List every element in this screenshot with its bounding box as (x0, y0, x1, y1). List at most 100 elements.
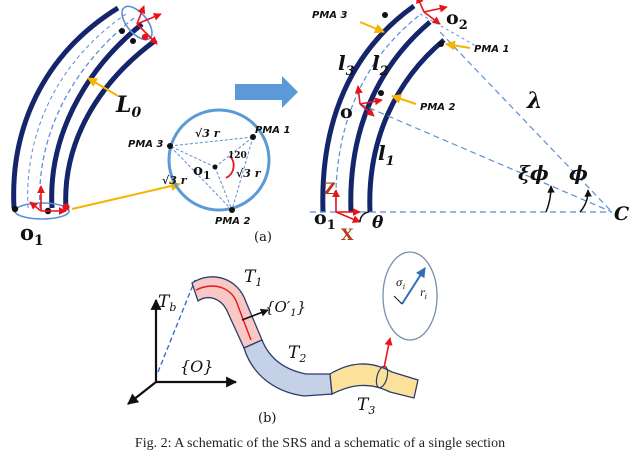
local-frame-arrow (241, 308, 269, 321)
rs-label-o2: o2 (446, 7, 468, 33)
cs-label-dist-top: √3 r (195, 127, 221, 140)
zoom-r-arrow (401, 267, 426, 305)
cs-spoke-2 (214, 136, 254, 168)
cs-spoke-1 (169, 145, 216, 168)
tube-pma-right (63, 37, 158, 211)
rs-label-o1: o1 (314, 207, 336, 233)
centerline-dashed-2 (27, 13, 127, 209)
cs-point-pma3 (167, 143, 173, 149)
rs-label-l2: l2 (372, 51, 389, 79)
rs-omid-frame-b (354, 85, 363, 105)
rs-label-pma3: PMA 3 (312, 10, 348, 21)
rs-label-center-c: C (614, 203, 629, 225)
label-t3: T3 (357, 395, 375, 417)
cs-label-pma1: PMA 1 (255, 125, 290, 136)
section-t1-core (195, 285, 252, 341)
rs-o1-frame-x (335, 211, 361, 223)
rs-point-pma3 (382, 12, 388, 18)
panel-transition-arrow (235, 76, 298, 108)
cross-section-circle (167, 108, 271, 212)
label-t1: T1 (244, 267, 262, 289)
rs-omid-frame-a (359, 97, 383, 106)
rs-label-pma2: PMA 2 (420, 102, 456, 113)
tip-point-3 (119, 28, 125, 34)
section-t3 (329, 363, 419, 399)
cs-spoke-3 (214, 166, 233, 211)
rs-label-z: Z (324, 179, 336, 198)
l0-pointer-arrow (87, 77, 119, 97)
rs-arc-xiphi (545, 185, 555, 213)
label-r: ri (420, 288, 427, 301)
panel-b-label: (b) (258, 411, 276, 426)
rs-top-tick (419, 13, 477, 47)
tip-frame-b (136, 23, 158, 45)
cs-label-pma3: PMA 3 (128, 139, 164, 150)
panel-a-cross-section: PMA 3 PMA 1 PMA 2 o1 120 √3 r √3 r √3 r (128, 108, 290, 227)
rs-radius-top (439, 31, 613, 213)
rs-pma2-pointer (391, 94, 417, 105)
label-frame-o: {O} (180, 357, 213, 376)
cs-label-pma2: PMA 2 (215, 216, 251, 227)
panel-a-label: (a) (254, 230, 272, 245)
rs-label-pma1: PMA 1 (474, 44, 509, 55)
cs-label-dist-left: √3 r (162, 174, 188, 187)
cs-point-pma2 (229, 207, 235, 213)
rs-omid-frame-c (359, 103, 375, 117)
cs-tri-2 (231, 136, 254, 211)
rs-point-pma1 (438, 41, 444, 47)
panel-a-right-section: PMA 3 PMA 1 PMA 2 o2 o o1 l3 l2 l1 λ ξϕ … (310, 0, 629, 244)
rs-label-xiphi: ξϕ (518, 161, 549, 185)
figure-caption: Fig. 2: A schematic of the SRS and a sch… (134, 436, 506, 451)
rs-tube-1 (367, 38, 446, 213)
rs-label-l3: l3 (338, 51, 355, 79)
label-tb: Tb (158, 292, 176, 314)
label-sigma: σi (396, 278, 405, 291)
tip-frame-a (136, 13, 162, 25)
world-axis-y (127, 381, 157, 405)
rs-label-x: X (341, 225, 354, 244)
tube-outer-left (11, 5, 120, 209)
rs-arc-phi (579, 189, 592, 213)
zoom-ellipse (382, 251, 438, 341)
rs-pma3-pointer (359, 21, 385, 34)
cs-point-center (212, 164, 218, 170)
rs-label-o-mid: o (340, 101, 353, 123)
cs-tri-1 (169, 136, 254, 147)
rs-label-lambda: λ (526, 88, 542, 114)
rs-o2-frame-c (423, 11, 441, 25)
rs-point-pma2 (378, 90, 384, 96)
tube-pma-middle (49, 22, 144, 209)
label-o1-left: o1 (20, 220, 44, 249)
tip-point-2 (130, 38, 136, 44)
panel-a-left-section: o1 L0 (11, 5, 181, 249)
rs-o2-frame-b (416, 0, 425, 13)
tip-frame-c (136, 5, 146, 25)
label-t2: T2 (288, 343, 306, 365)
base-frame-y (29, 201, 42, 212)
zoom-sigma-line (393, 295, 403, 305)
rs-label-l1: l1 (378, 141, 395, 169)
base-point-right (62, 203, 70, 211)
centerline-dashed (39, 17, 135, 209)
label-frame-o1: {O′1} (265, 298, 306, 319)
cs-point-pma1 (250, 134, 256, 140)
cs-label-o1: o1 (193, 161, 211, 182)
rs-label-theta: θ (372, 213, 384, 233)
rs-tube-3 (320, 3, 416, 213)
base-to-crosssection-arrow (71, 181, 181, 210)
rs-theta-arc (359, 211, 370, 223)
rs-pma1-pointer (445, 40, 471, 51)
rs-label-phi: ϕ (569, 161, 588, 185)
base-point-left (11, 205, 19, 213)
cs-angle-arc (225, 155, 235, 179)
rs-o2-frame-a (423, 4, 448, 13)
tip-up-arrow (383, 337, 393, 369)
tip-point-1 (141, 33, 149, 41)
rs-radius-mid (359, 103, 613, 213)
label-L0: L0 (115, 92, 141, 121)
panel-b: {O} Tb σi ri T1 {O′1} T2 T3 (127, 251, 438, 417)
cs-label-angle: 120 (228, 151, 247, 161)
cs-label-dist-right: √3 r (236, 167, 262, 180)
tb-dashed (157, 279, 196, 373)
